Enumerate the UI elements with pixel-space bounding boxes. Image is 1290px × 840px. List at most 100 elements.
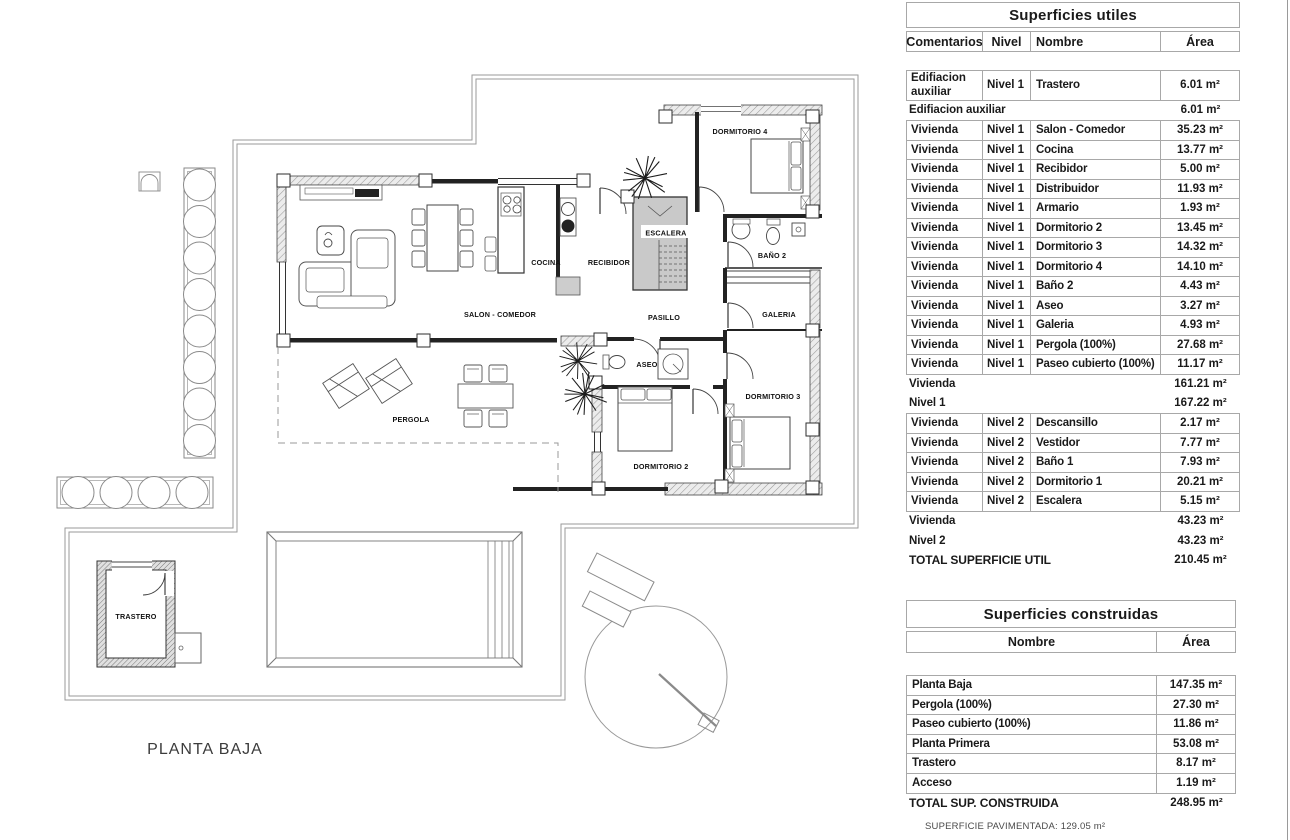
access-feature <box>581 552 728 749</box>
cell-area: 20.21 m² <box>1160 472 1239 492</box>
summary-area: 210.45 m² <box>1174 553 1227 566</box>
cell-comentarios: Vivienda <box>911 163 959 176</box>
column-header-nivel: Nivel <box>982 32 1030 51</box>
staircase <box>632 196 691 291</box>
room-label-dormitorio2: DORMITORIO 2 <box>634 462 689 471</box>
cell-area: 1.19 m² <box>1156 773 1235 793</box>
cell-nivel: Nivel 1 <box>982 121 1030 140</box>
cell-nivel: Nivel 1 <box>982 335 1030 355</box>
cell-nivel: Nivel 1 <box>982 140 1030 160</box>
cell-area: 14.10 m² <box>1160 257 1239 277</box>
cell-area: 5.00 m² <box>1160 160 1239 179</box>
cell-nombre: Escalera <box>1030 492 1160 511</box>
cell-nombre: Dormitorio 4 <box>1030 257 1160 277</box>
cell-nombre: Aseo <box>1030 296 1160 316</box>
cell-comentarios: Vivienda <box>911 338 959 351</box>
cell-area: 4.93 m² <box>1160 316 1239 335</box>
cell-nombre: Baño 1 <box>1030 453 1160 472</box>
summary-label: Nivel 1 <box>909 397 946 410</box>
cell-area: 53.08 m² <box>1156 734 1235 754</box>
cell-area: 35.23 m² <box>1160 121 1239 140</box>
summary-row: Nivel 2 43.23 m² <box>906 531 1240 550</box>
dormitorio-3 <box>724 329 821 491</box>
column-header-comentarios: Comentarios <box>906 34 983 49</box>
cell-nombre: Recibidor <box>1030 160 1160 179</box>
lounge-chair <box>322 362 370 410</box>
cell-nivel: Nivel 1 <box>982 257 1030 277</box>
page-border-line <box>1287 0 1288 840</box>
cell-comentarios: Vivienda <box>911 299 959 312</box>
cell-nombre: Armario <box>1030 199 1160 218</box>
lounge-chair <box>365 357 413 405</box>
trastero-building <box>96 559 202 668</box>
cell-nombre: Dormitorio 1 <box>1030 472 1160 492</box>
cell-area: 14.32 m² <box>1160 238 1239 257</box>
cell-comentarios: Vivienda <box>911 495 959 508</box>
room-label-pergola: PERGOLA <box>393 415 430 424</box>
room-label-recibidor: RECIBIDOR <box>588 258 631 267</box>
cell-nombre: Paseo cubierto (100%) <box>912 718 1031 731</box>
galeria <box>727 269 822 331</box>
kitchen <box>484 185 581 296</box>
corridor-walls <box>723 214 727 490</box>
room-label-aseo: ASEO <box>636 360 657 369</box>
cell-area: 11.17 m² <box>1160 355 1239 374</box>
cell-comentarios: Vivienda <box>911 124 959 137</box>
superficies-construidas-table: Superficies construidas Nombre Área Plan… <box>906 600 1236 813</box>
cell-area: 4.43 m² <box>1160 277 1239 296</box>
cell-comentarios: Vivienda <box>911 221 959 234</box>
summary-label: Vivienda <box>909 515 956 528</box>
cell-area: 7.77 m² <box>1160 433 1239 453</box>
cell-area: 6.01 m² <box>1160 71 1239 100</box>
cell-area: 13.77 m² <box>1160 140 1239 160</box>
summary-label: Nivel 2 <box>909 534 946 547</box>
site-boundary <box>64 74 859 701</box>
cell-nivel: Nivel 1 <box>982 316 1030 335</box>
paseo-cubierto-wall <box>513 482 823 496</box>
cell-comentarios: Vivienda <box>911 280 959 293</box>
column-header-nombre: Nombre <box>1030 32 1160 51</box>
summary-area: 167.22 m² <box>1174 397 1227 410</box>
cell-area: 27.30 m² <box>1156 695 1235 715</box>
hedge-strip-horizontal <box>56 476 214 509</box>
hedge-strip-vertical <box>183 167 216 459</box>
cell-comentarios: Vivienda <box>911 202 959 215</box>
cell-nombre: Distribuidor <box>1030 179 1160 199</box>
room-label-bano2: BAÑO 2 <box>758 251 786 260</box>
cell-area: 11.93 m² <box>1160 179 1239 199</box>
table-row: Paseo cubierto (100%)11.86 m² <box>907 714 1235 734</box>
summary-row: Nivel 1 167.22 m² <box>906 394 1240 413</box>
cell-nivel: Nivel 2 <box>982 414 1030 433</box>
cell-comentarios: Vivienda <box>911 417 959 430</box>
garden-niche <box>138 171 161 192</box>
room-label-galeria: GALERIA <box>762 310 796 319</box>
cell-nombre: Trastero <box>912 757 956 770</box>
cell-nivel: Nivel 1 <box>982 160 1030 179</box>
superficies-utiles-table: Superficies utiles Comentarios Nivel Nom… <box>906 2 1240 570</box>
cell-nivel: Nivel 2 <box>982 492 1030 511</box>
summary-label: Edifiacion auxiliar <box>909 104 1006 117</box>
summary-area: 43.23 m² <box>1177 534 1224 547</box>
room-label-salon: SALON - COMEDOR <box>464 310 537 319</box>
